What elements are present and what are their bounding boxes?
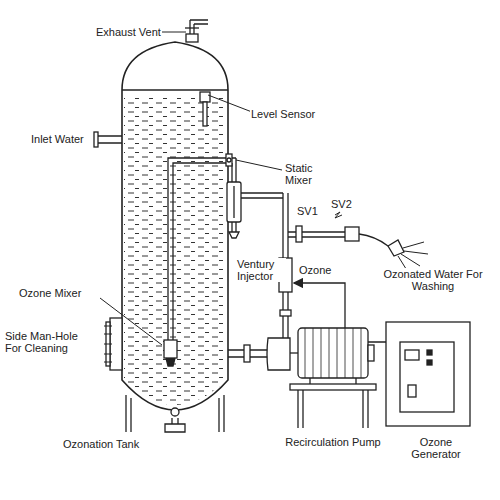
mixer-label: Static Mixer: [284, 162, 331, 186]
outlet-label: Ozonated Water For Washing: [382, 268, 484, 292]
ozone-label: Ozone: [298, 264, 332, 276]
tank-label: Ozonation Tank: [62, 438, 140, 450]
manhole-label: Side Man-Hole For Cleaning: [4, 330, 98, 354]
valve-label: SV1: [296, 205, 319, 217]
inlet-label: Inlet Water: [30, 133, 85, 145]
pump-label: Recirculation Pump: [282, 436, 384, 448]
vent-label: Exhaust Vent: [95, 26, 162, 38]
valve-label: SV2: [330, 198, 353, 210]
sensor-label: Level Sensor: [250, 108, 316, 120]
injector-label: Ventury Injector: [236, 258, 286, 282]
ozone-mixer-label: Ozone Mixer: [18, 287, 82, 299]
generator-label: Ozone Generator: [400, 436, 472, 460]
